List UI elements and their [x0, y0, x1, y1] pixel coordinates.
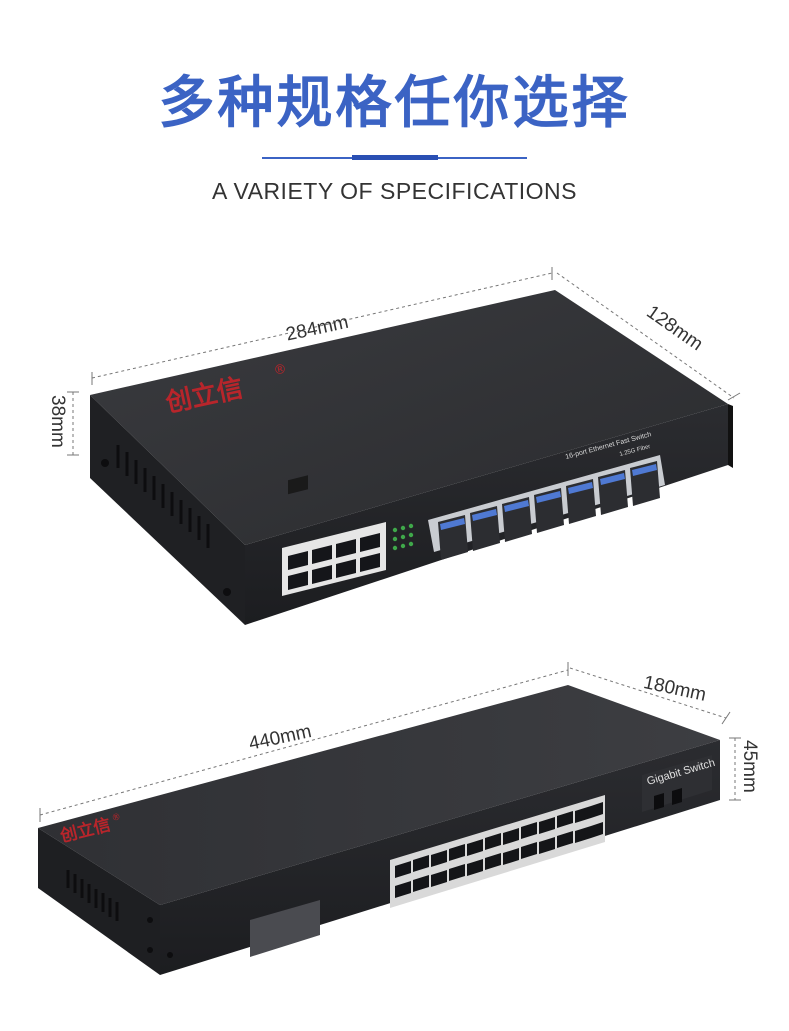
svg-text:®: ®: [272, 362, 288, 379]
switch1-ports: [288, 533, 380, 590]
dim-depth-1: 128mm: [643, 302, 707, 356]
dimension-lines-2: [39, 667, 736, 816]
dimension-lines-1: [72, 272, 735, 455]
screw-icon: [147, 917, 153, 923]
switch1-side-panel: [90, 395, 245, 625]
page-title: 多种规格任你选择: [158, 71, 631, 136]
page-subtitle: A VARIETY OF SPECIFICATIONS: [212, 178, 577, 204]
screw-icon: [147, 947, 153, 953]
switch2-top-panel: [38, 685, 720, 905]
title-divider-accent: [352, 155, 438, 160]
screw-icon: [167, 952, 173, 958]
dim-height-1: 38mm: [47, 395, 68, 448]
dim-height-2: 45mm: [739, 740, 760, 793]
switch1-side-vents: [116, 445, 210, 548]
switch-16port: 284mm 128mm 38mm 创立信 ®: [47, 267, 741, 625]
switch2-sfp-ports: [654, 788, 682, 810]
dim-depth-2: 180mm: [642, 672, 708, 706]
switch1-top-panel: [90, 290, 728, 545]
screw-icon: [223, 588, 231, 596]
switch1-rj45-ports: [288, 475, 308, 495]
switch2-side-vents: [66, 870, 119, 921]
switch2-ports: [395, 802, 603, 898]
dim-length-2: 440mm: [247, 721, 313, 755]
switch1-status-leds: [392, 523, 414, 551]
switch2-led-panel: [250, 900, 320, 957]
switch1-sfp-latches: [440, 464, 657, 530]
screw-icon: [101, 459, 109, 467]
switch-gigabit: 440mm 180mm 45mm 创立信 ®: [38, 662, 760, 975]
svg-text:®: ®: [111, 812, 122, 824]
switch2-side-panel: [38, 828, 160, 975]
